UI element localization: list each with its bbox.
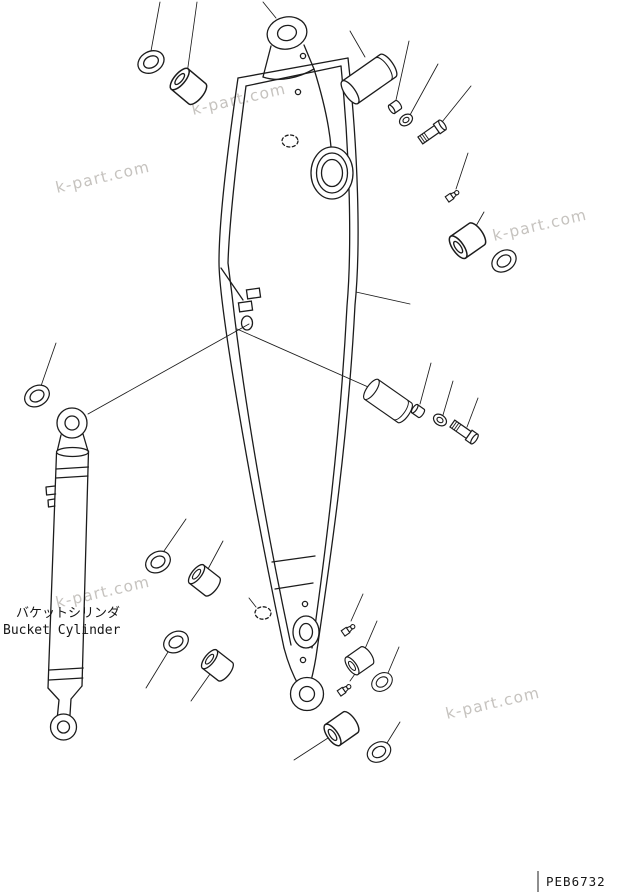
washer-part — [396, 111, 416, 129]
cylinder-rod-eye — [56, 407, 88, 439]
pivot-pin-part — [337, 50, 401, 108]
leader-line — [350, 593, 364, 622]
watermark: k-part.com — [444, 684, 542, 723]
leader-line — [87, 323, 250, 415]
washer-part — [430, 411, 450, 429]
hidden-hole — [254, 606, 272, 620]
component-label-en: Bucket Cylinder — [3, 623, 121, 638]
leader-line — [355, 291, 411, 305]
grease-hole — [294, 88, 302, 96]
leader-line — [190, 673, 211, 702]
arm-top-eye — [266, 16, 308, 50]
watermark: k-part.com — [491, 206, 589, 245]
leader-line — [455, 152, 469, 190]
bushing-part — [197, 646, 237, 685]
labels: バケットシリンダ Bucket Cylinder PEB6732 — [3, 606, 606, 892]
leader-line — [409, 63, 439, 116]
grease-fitting-part — [340, 622, 357, 637]
leader-line — [437, 85, 472, 128]
leader-line — [387, 646, 400, 674]
arm-assembly — [218, 16, 359, 712]
leader-line — [40, 342, 57, 387]
bolt-part — [416, 118, 449, 146]
retaining-ring-part — [133, 45, 169, 79]
grease-hole — [301, 600, 309, 608]
retaining-ring-part — [159, 626, 193, 658]
bolt-part — [448, 418, 481, 446]
leader-lines — [40, 1, 485, 761]
leader-line — [236, 328, 385, 395]
leader-line — [207, 540, 224, 570]
grease-fitting-part — [336, 682, 353, 697]
bracket-hole — [240, 315, 254, 331]
cylinder-bracket — [237, 300, 254, 313]
retaining-ring-part — [486, 244, 522, 278]
leader-line — [419, 362, 432, 405]
retaining-ring-part — [20, 380, 54, 412]
grease-hole — [299, 52, 307, 60]
bushing-part — [184, 561, 224, 600]
pivot-pin-part — [360, 376, 416, 426]
leader-line — [395, 40, 410, 101]
leader-line — [466, 397, 479, 428]
leader-line — [150, 1, 161, 52]
bushing-part — [320, 708, 363, 750]
leader-line — [186, 1, 198, 75]
arm-tip-boss — [289, 676, 325, 712]
hidden-hole — [281, 134, 299, 148]
leader-line — [293, 737, 329, 761]
leader-line — [363, 620, 378, 652]
watermark: k-part.com — [54, 158, 152, 197]
arm-link-boss — [292, 615, 320, 649]
retaining-ring-part — [367, 668, 397, 696]
grease-hole — [299, 656, 307, 664]
leader-line — [248, 597, 257, 608]
leader-line — [442, 380, 454, 416]
leader-line — [262, 1, 277, 19]
retaining-ring-part — [362, 737, 396, 767]
leader-line — [163, 518, 187, 552]
arm-pivot-boss — [310, 146, 354, 200]
bucket-cylinder-assembly — [45, 407, 90, 741]
component-label-jp: バケットシリンダ — [16, 606, 120, 621]
bushing-part — [341, 643, 377, 678]
cylinder-bottom-eye — [49, 713, 78, 741]
leader-line — [145, 651, 169, 689]
spacer-part — [386, 98, 404, 116]
cylinder-bracket — [245, 287, 262, 300]
grease-fitting-part — [444, 188, 461, 203]
leader-line — [386, 721, 401, 744]
drawing-number: PEB6732 — [546, 874, 606, 889]
leader-line — [349, 30, 366, 58]
bushing-part — [445, 219, 490, 262]
